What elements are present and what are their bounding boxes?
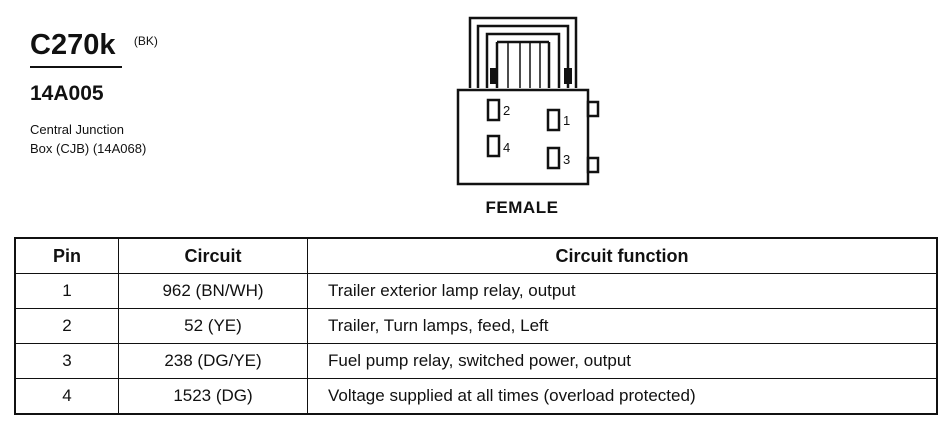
part-number: 14A005 [30,82,104,105]
cell-pin: 2 [14,308,119,344]
table-row: 2 52 (YE) Trailer, Turn lamps, feed, Lef… [14,308,938,344]
side-tab-lower [586,156,600,174]
location-line-2: Box (CJB) (14A068) [30,141,147,156]
lock-tab-right [564,68,572,84]
connector-id-underline [30,66,122,68]
latch-mid [476,24,570,88]
cell-pin: 1 [14,273,119,309]
cavity-4 [486,134,501,158]
connector-header: C270k (BK) 14A005 Central Junction Box (… [30,28,330,158]
cell-function: Fuel pump relay, switched power, output [307,343,938,379]
cell-circuit: 1523 (DG) [118,378,308,415]
table-header-row: Pin Circuit Circuit function [14,237,938,274]
connector-body [456,88,590,186]
connector-color-code: (BK) [133,34,158,48]
pin-table: Pin Circuit Circuit function 1 962 (BN/W… [14,237,938,415]
pin-label-3: 3 [563,152,570,167]
latch-outer [468,16,578,88]
table-row: 4 1523 (DG) Voltage supplied at all time… [14,378,938,415]
connector-location: Central Junction Box (CJB) (14A068) [30,120,330,158]
pin-label-4: 4 [503,140,510,155]
latch-inner [485,32,561,88]
connector-face-diagram: 2 1 4 3 [456,16,600,186]
cell-circuit: 238 (DG/YE) [118,343,308,379]
table-row: 1 962 (BN/WH) Trailer exterior lamp rela… [14,273,938,309]
header-circuit: Circuit [118,237,308,274]
connector-gender-label: FEMALE [485,198,559,217]
cell-circuit: 962 (BN/WH) [118,273,308,309]
cell-circuit: 52 (YE) [118,308,308,344]
location-line-1: Central Junction [30,122,124,137]
cell-function: Trailer, Turn lamps, feed, Left [307,308,938,344]
cell-pin: 4 [14,378,119,415]
cell-function: Voltage supplied at all times (overload … [307,378,938,415]
pin-label-2: 2 [503,103,510,118]
cavity-2 [486,98,501,122]
cell-pin: 3 [14,343,119,379]
table-row: 3 238 (DG/YE) Fuel pump relay, switched … [14,343,938,379]
cavity-1 [546,108,561,132]
pin-label-1: 1 [563,113,570,128]
lock-tab-left [490,68,498,84]
cavity-3 [546,146,561,170]
header-circuit-function: Circuit function [307,237,938,274]
cell-function: Trailer exterior lamp relay, output [307,273,938,309]
side-tab-upper [586,100,600,118]
connector-id: C270k [30,29,116,61]
header-pin: Pin [14,237,119,274]
